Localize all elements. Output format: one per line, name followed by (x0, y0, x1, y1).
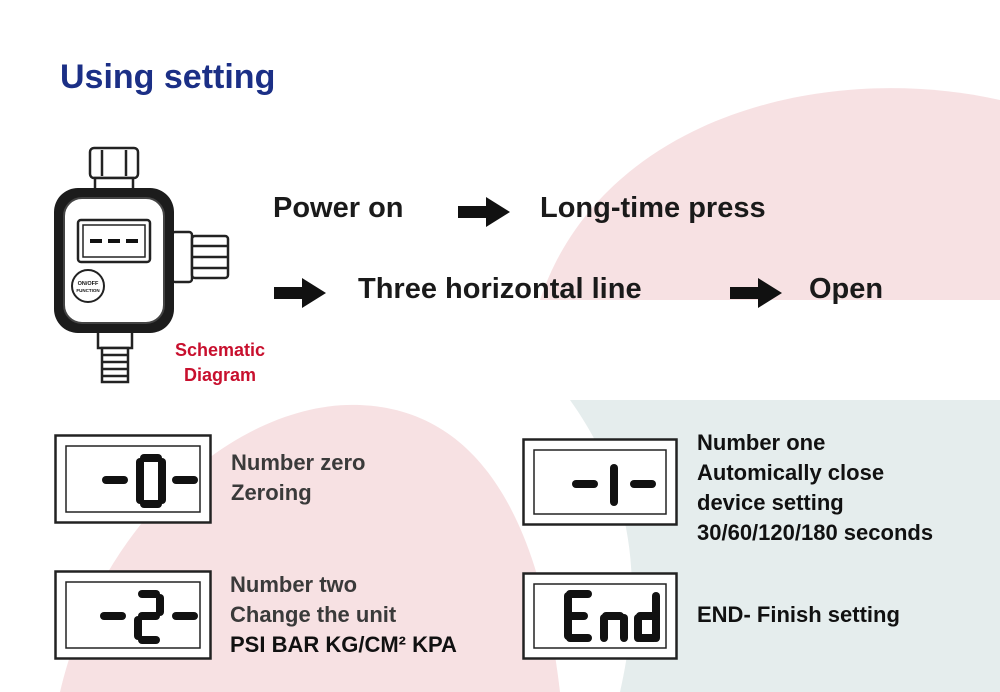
caption-line2: Diagram (183, 365, 257, 385)
item-one-line3: device setting (697, 490, 844, 515)
lcd-display-zero (54, 434, 212, 524)
lcd-display-one (522, 438, 678, 526)
item-one-line2: Automically close (697, 460, 885, 485)
item-two-line3: PSI BAR KG/CM² KPA (230, 632, 457, 657)
flow-step-long-press: Long-time press (540, 192, 766, 224)
item-two-text: Number two Change the unit PSI BAR KG/CM… (230, 570, 457, 660)
item-two-line2: Change the unit (230, 602, 397, 627)
right-arrow-icon (458, 197, 510, 227)
device-schematic: ON/OFF FUNCTION (54, 146, 230, 384)
flow-step-open: Open (809, 273, 884, 305)
item-one-line1: Number one (697, 430, 826, 455)
item-two-line1: Number two (230, 572, 358, 597)
flow-step-three-lines: Three horizontal line (358, 273, 642, 305)
right-arrow-icon (274, 278, 326, 308)
page-title: Using setting (60, 58, 276, 96)
right-arrow-icon (730, 278, 782, 308)
item-one-text: Number one Automically close device sett… (697, 428, 933, 548)
lcd-display-end (522, 572, 678, 660)
flow-step-power-on: Power on (273, 192, 404, 224)
item-zero-line1: Number zero (231, 450, 366, 475)
item-zero-text: Number zero Zeroing (231, 448, 365, 508)
lcd-display-two (54, 570, 212, 660)
button-label-line1: ON/OFF (78, 281, 99, 287)
item-one-line4: 30/60/120/180 seconds (697, 520, 934, 545)
item-end-text: END- Finish setting (697, 602, 900, 627)
button-label-line2: FUNCTION (76, 288, 99, 293)
schematic-caption: Schematic Diagram (160, 338, 280, 388)
caption-line1: Schematic (174, 340, 266, 360)
item-zero-line2: Zeroing (231, 480, 312, 505)
